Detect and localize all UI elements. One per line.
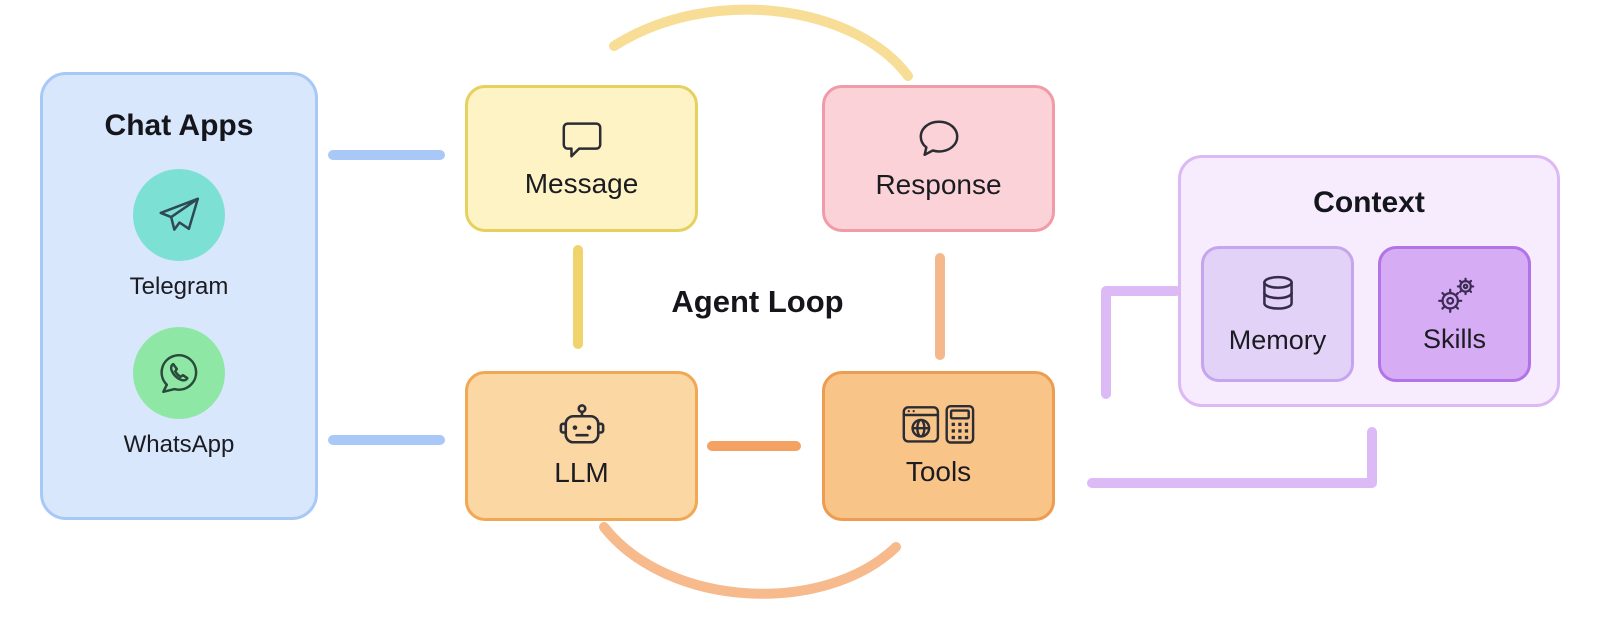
message-node: Message [465, 85, 698, 232]
browser-and-calculator-icons [879, 404, 999, 448]
whatsapp-label: WhatsApp [123, 431, 235, 458]
chat-apps-title: Chat Apps [104, 109, 254, 142]
whatsapp-icon [155, 349, 203, 397]
telegram-badge [133, 169, 225, 261]
arrow-tools-context-link [1087, 427, 1377, 488]
telegram-label: Telegram [129, 273, 229, 300]
arrow-response-to-message-loop [609, 4, 913, 81]
chat-apps-panel: Chat Apps Telegram WhatsApp [40, 72, 318, 520]
whatsapp-badge [133, 327, 225, 419]
arrow-context-to-tools [1101, 286, 1181, 399]
memory-label: Memory [1228, 324, 1327, 355]
gears-icon [1432, 274, 1478, 318]
arrow-llm-to-tools-loop [599, 522, 901, 599]
context-title: Context [1313, 186, 1425, 219]
response-node: Response [822, 85, 1055, 232]
robot-icon [556, 403, 608, 449]
database-icon [1255, 273, 1301, 319]
telegram-icon [155, 191, 203, 239]
tools-node: Tools [822, 371, 1055, 521]
skills-node: Skills [1378, 246, 1531, 382]
memory-node: Memory [1201, 246, 1354, 382]
message-label: Message [524, 167, 639, 199]
agent-loop-title: Agent Loop [671, 284, 844, 319]
tools-label: Tools [905, 456, 972, 487]
speech-bubble-round-icon [916, 117, 962, 161]
llm-label: LLM [554, 457, 609, 488]
llm-node: LLM [465, 371, 698, 521]
response-label: Response [875, 168, 1002, 200]
context-panel: Context Memory [1178, 155, 1560, 407]
speech-bubble-square-icon [559, 118, 605, 160]
skills-label: Skills [1422, 323, 1486, 354]
